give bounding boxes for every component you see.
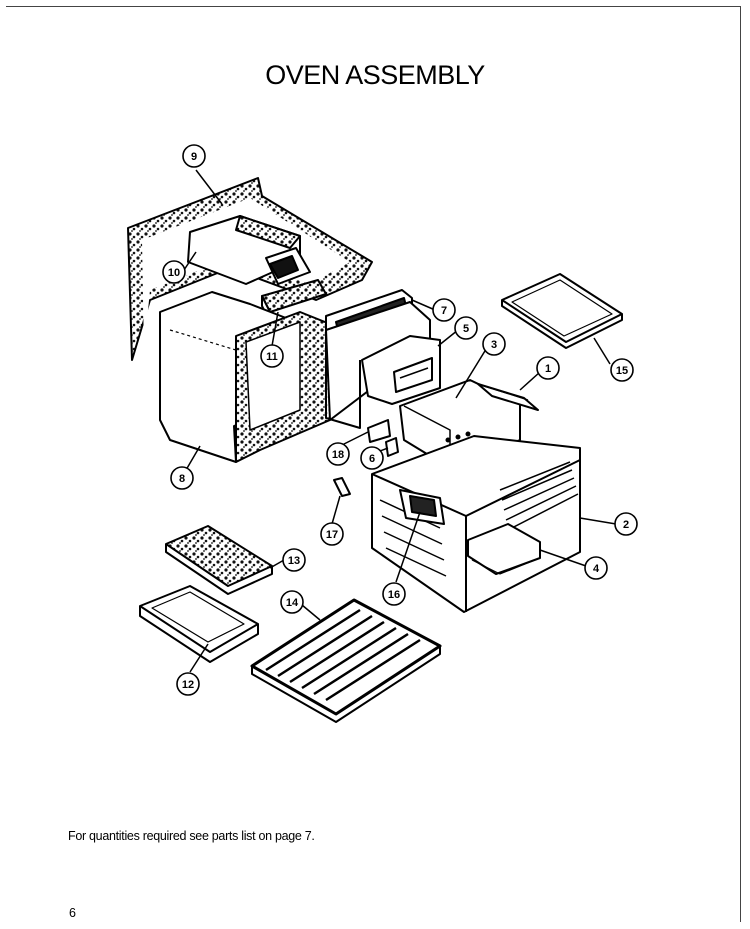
- part-10-top-insulation: [187, 215, 311, 285]
- svg-text:10: 10: [168, 267, 180, 279]
- part-14-oven-rack: [250, 598, 442, 723]
- svg-text:4: 4: [593, 563, 600, 575]
- part-17-clip: [333, 477, 351, 497]
- callout-4: 4: [584, 556, 608, 580]
- callout-8: 8: [170, 466, 194, 490]
- part-15-bottom-panel: [501, 273, 623, 349]
- callout-2: 2: [614, 512, 638, 536]
- svg-text:5: 5: [463, 323, 469, 335]
- part-8-wrap-insulation: [159, 291, 331, 463]
- svg-text:18: 18: [332, 449, 344, 461]
- part-5-burner-shield: [361, 335, 441, 405]
- svg-text:11: 11: [266, 351, 278, 363]
- quantities-note: For quantities required see parts list o…: [68, 829, 315, 843]
- svg-text:13: 13: [288, 555, 300, 567]
- page-number: 6: [69, 906, 76, 920]
- page-title: OVEN ASSEMBLY: [265, 60, 485, 90]
- callout-13: 13: [282, 548, 306, 572]
- svg-text:14: 14: [286, 597, 299, 609]
- svg-text:8: 8: [179, 473, 185, 485]
- svg-text:16: 16: [388, 589, 400, 601]
- part-18-bracket: [367, 419, 391, 443]
- part-13-broiler-grid: [165, 525, 273, 595]
- svg-text:6: 6: [369, 453, 375, 465]
- svg-text:3: 3: [491, 339, 497, 351]
- svg-text:17: 17: [326, 529, 338, 541]
- callout-labels: 9 10 11 8 7 5 3 1 15 18 6 2 4 17 16 13 1…: [162, 144, 638, 696]
- callout-6: 6: [360, 446, 384, 470]
- svg-text:7: 7: [441, 305, 447, 317]
- svg-text:15: 15: [616, 365, 628, 377]
- callout-14: 14: [280, 590, 304, 614]
- part-4-broiler-drawer: [467, 523, 541, 575]
- svg-text:2: 2: [623, 519, 629, 531]
- callout-12: 12: [176, 672, 200, 696]
- callout-9: 9: [182, 144, 206, 168]
- part-1-strip: [477, 383, 539, 411]
- svg-text:1: 1: [545, 363, 551, 375]
- part-2-oven-liner: [371, 435, 581, 613]
- part-6-bracket: [385, 437, 399, 457]
- callout-7: 7: [432, 298, 456, 322]
- svg-text:9: 9: [191, 151, 197, 163]
- callout-5: 5: [454, 316, 478, 340]
- callout-17: 17: [320, 522, 344, 546]
- page-border: [6, 6, 741, 922]
- callout-1: 1: [536, 356, 560, 380]
- callout-18: 18: [326, 442, 350, 466]
- callout-11: 11: [260, 344, 284, 368]
- callout-10: 10: [162, 260, 186, 284]
- callout-16: 16: [382, 582, 406, 606]
- callout-3: 3: [482, 332, 506, 356]
- part-12-broiler-pan: [139, 585, 259, 663]
- svg-text:12: 12: [182, 679, 194, 691]
- callout-15: 15: [610, 358, 634, 382]
